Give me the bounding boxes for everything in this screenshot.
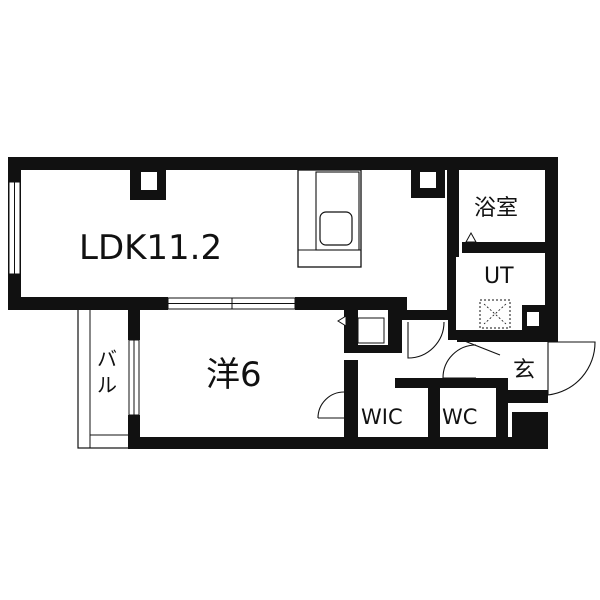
- room-label-utility: UT: [484, 264, 514, 289]
- left-window: [8, 181, 21, 275]
- columns: [130, 170, 445, 200]
- room-label-wic: WIC: [361, 405, 403, 429]
- room-label-balcony-top: バ: [97, 347, 117, 371]
- room-label-western: 洋6: [206, 355, 262, 395]
- balcony-window: [128, 339, 140, 416]
- room-label-balcony-bottom: ル: [97, 373, 117, 397]
- washer-icon: [479, 299, 511, 329]
- sliding-window: [167, 297, 296, 310]
- interior-walls: [344, 170, 545, 437]
- room-label-entrance: 玄: [513, 358, 535, 383]
- room-label-wc: WC: [442, 405, 477, 429]
- room-label-bath: 浴室: [474, 196, 518, 221]
- vent-markers: [337, 231, 477, 327]
- kitchen-sink-icon: [319, 211, 353, 246]
- kitchen-counter: [297, 169, 362, 268]
- room-label-ldk: LDK11.2: [79, 228, 222, 268]
- door-swings: [317, 321, 596, 419]
